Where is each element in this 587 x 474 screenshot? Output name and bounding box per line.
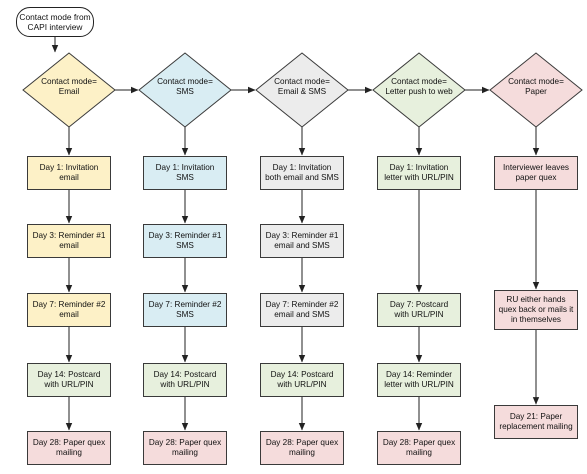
text-line: Day 1: Invitation [39, 163, 99, 172]
text-line: letter with URL/PIN [384, 380, 454, 389]
decision-label-sms: Contact mode=SMS [141, 76, 229, 98]
text-line: paper quex [515, 173, 557, 182]
text-line: mailing [172, 448, 198, 457]
text-line: email and SMS [274, 241, 330, 250]
text-line: with URL/PIN [44, 380, 94, 389]
text-line: Contact mode= [41, 77, 97, 86]
decision-label-letter: Contact mode=Letter push to web [375, 76, 463, 98]
text-line: SMS [176, 241, 194, 250]
text-line: Day 3: Reminder #1 [32, 231, 106, 240]
text-line: Contact mode from [19, 12, 91, 22]
text-line: Contact mode= [391, 77, 447, 86]
text-line: Day 14: Postcard [37, 370, 101, 379]
text-line: in themselves [510, 315, 562, 324]
text-line: Day 7: Postcard [389, 300, 449, 309]
text-line: email [59, 310, 79, 319]
text-line: with URL/PIN [277, 380, 327, 389]
text-line: Day 3: Reminder #1 [265, 231, 339, 240]
text-line: quex back or mails it [498, 305, 574, 314]
text-line: SMS [176, 310, 194, 319]
text-line: Contact mode= [508, 77, 564, 86]
text-line: Day 1: Invitation [389, 163, 449, 172]
text-line: mailing [289, 448, 315, 457]
text-line: Day 28: Paper quex [265, 438, 339, 447]
text-line: Day 14: Postcard [153, 370, 217, 379]
text-line: Day 28: Paper quex [32, 438, 106, 447]
text-line: Day 1: Invitation [272, 163, 332, 172]
text-line: mailing [56, 448, 82, 457]
text-line: Letter push to web [385, 87, 453, 96]
text-line: email [59, 241, 79, 250]
text-line: replacement mailing [499, 422, 573, 432]
text-line: letter with URL/PIN [384, 173, 454, 182]
text-line: Day 1: Invitation [155, 163, 215, 172]
text-line: email and SMS [274, 310, 330, 319]
text-line: Contact mode= [157, 77, 213, 86]
text-line: Day 7: Reminder #2 [265, 300, 339, 309]
text-line: CAPI interview [27, 22, 83, 32]
text-line: mailing [406, 448, 432, 457]
text-line: RU either hands [506, 295, 566, 304]
decision-label-paper: Contact mode=Paper [492, 76, 580, 98]
text-line: Email & SMS [277, 87, 327, 96]
text-line: Contact mode= [274, 77, 330, 86]
text-line: Email [58, 87, 80, 96]
decision-label-email-sms: Contact mode=Email & SMS [258, 76, 346, 98]
text-line: both email and SMS [265, 173, 339, 182]
text-line: Day 28: Paper quex [148, 438, 222, 447]
text-line: with URL/PIN [394, 310, 444, 319]
decision-label-email: Contact mode=Email [25, 76, 113, 98]
text-line: Day 7: Reminder #2 [148, 300, 222, 309]
text-line: with URL/PIN [160, 380, 210, 389]
text-line: SMS [176, 87, 194, 96]
text-line: SMS [176, 173, 194, 182]
text-line: email [59, 173, 79, 182]
text-line: Day 14: Postcard [270, 370, 334, 379]
text-line: Day 14: Reminder [386, 370, 452, 379]
text-line: Day 28: Paper quex [382, 438, 456, 447]
text-line: Day 7: Reminder #2 [32, 300, 106, 309]
text-line: Interviewer leaves [503, 163, 569, 172]
text-line: Day 3: Reminder #1 [148, 231, 222, 240]
text-line: Day 21: Paper [509, 412, 563, 422]
text-line: Paper [525, 87, 547, 96]
